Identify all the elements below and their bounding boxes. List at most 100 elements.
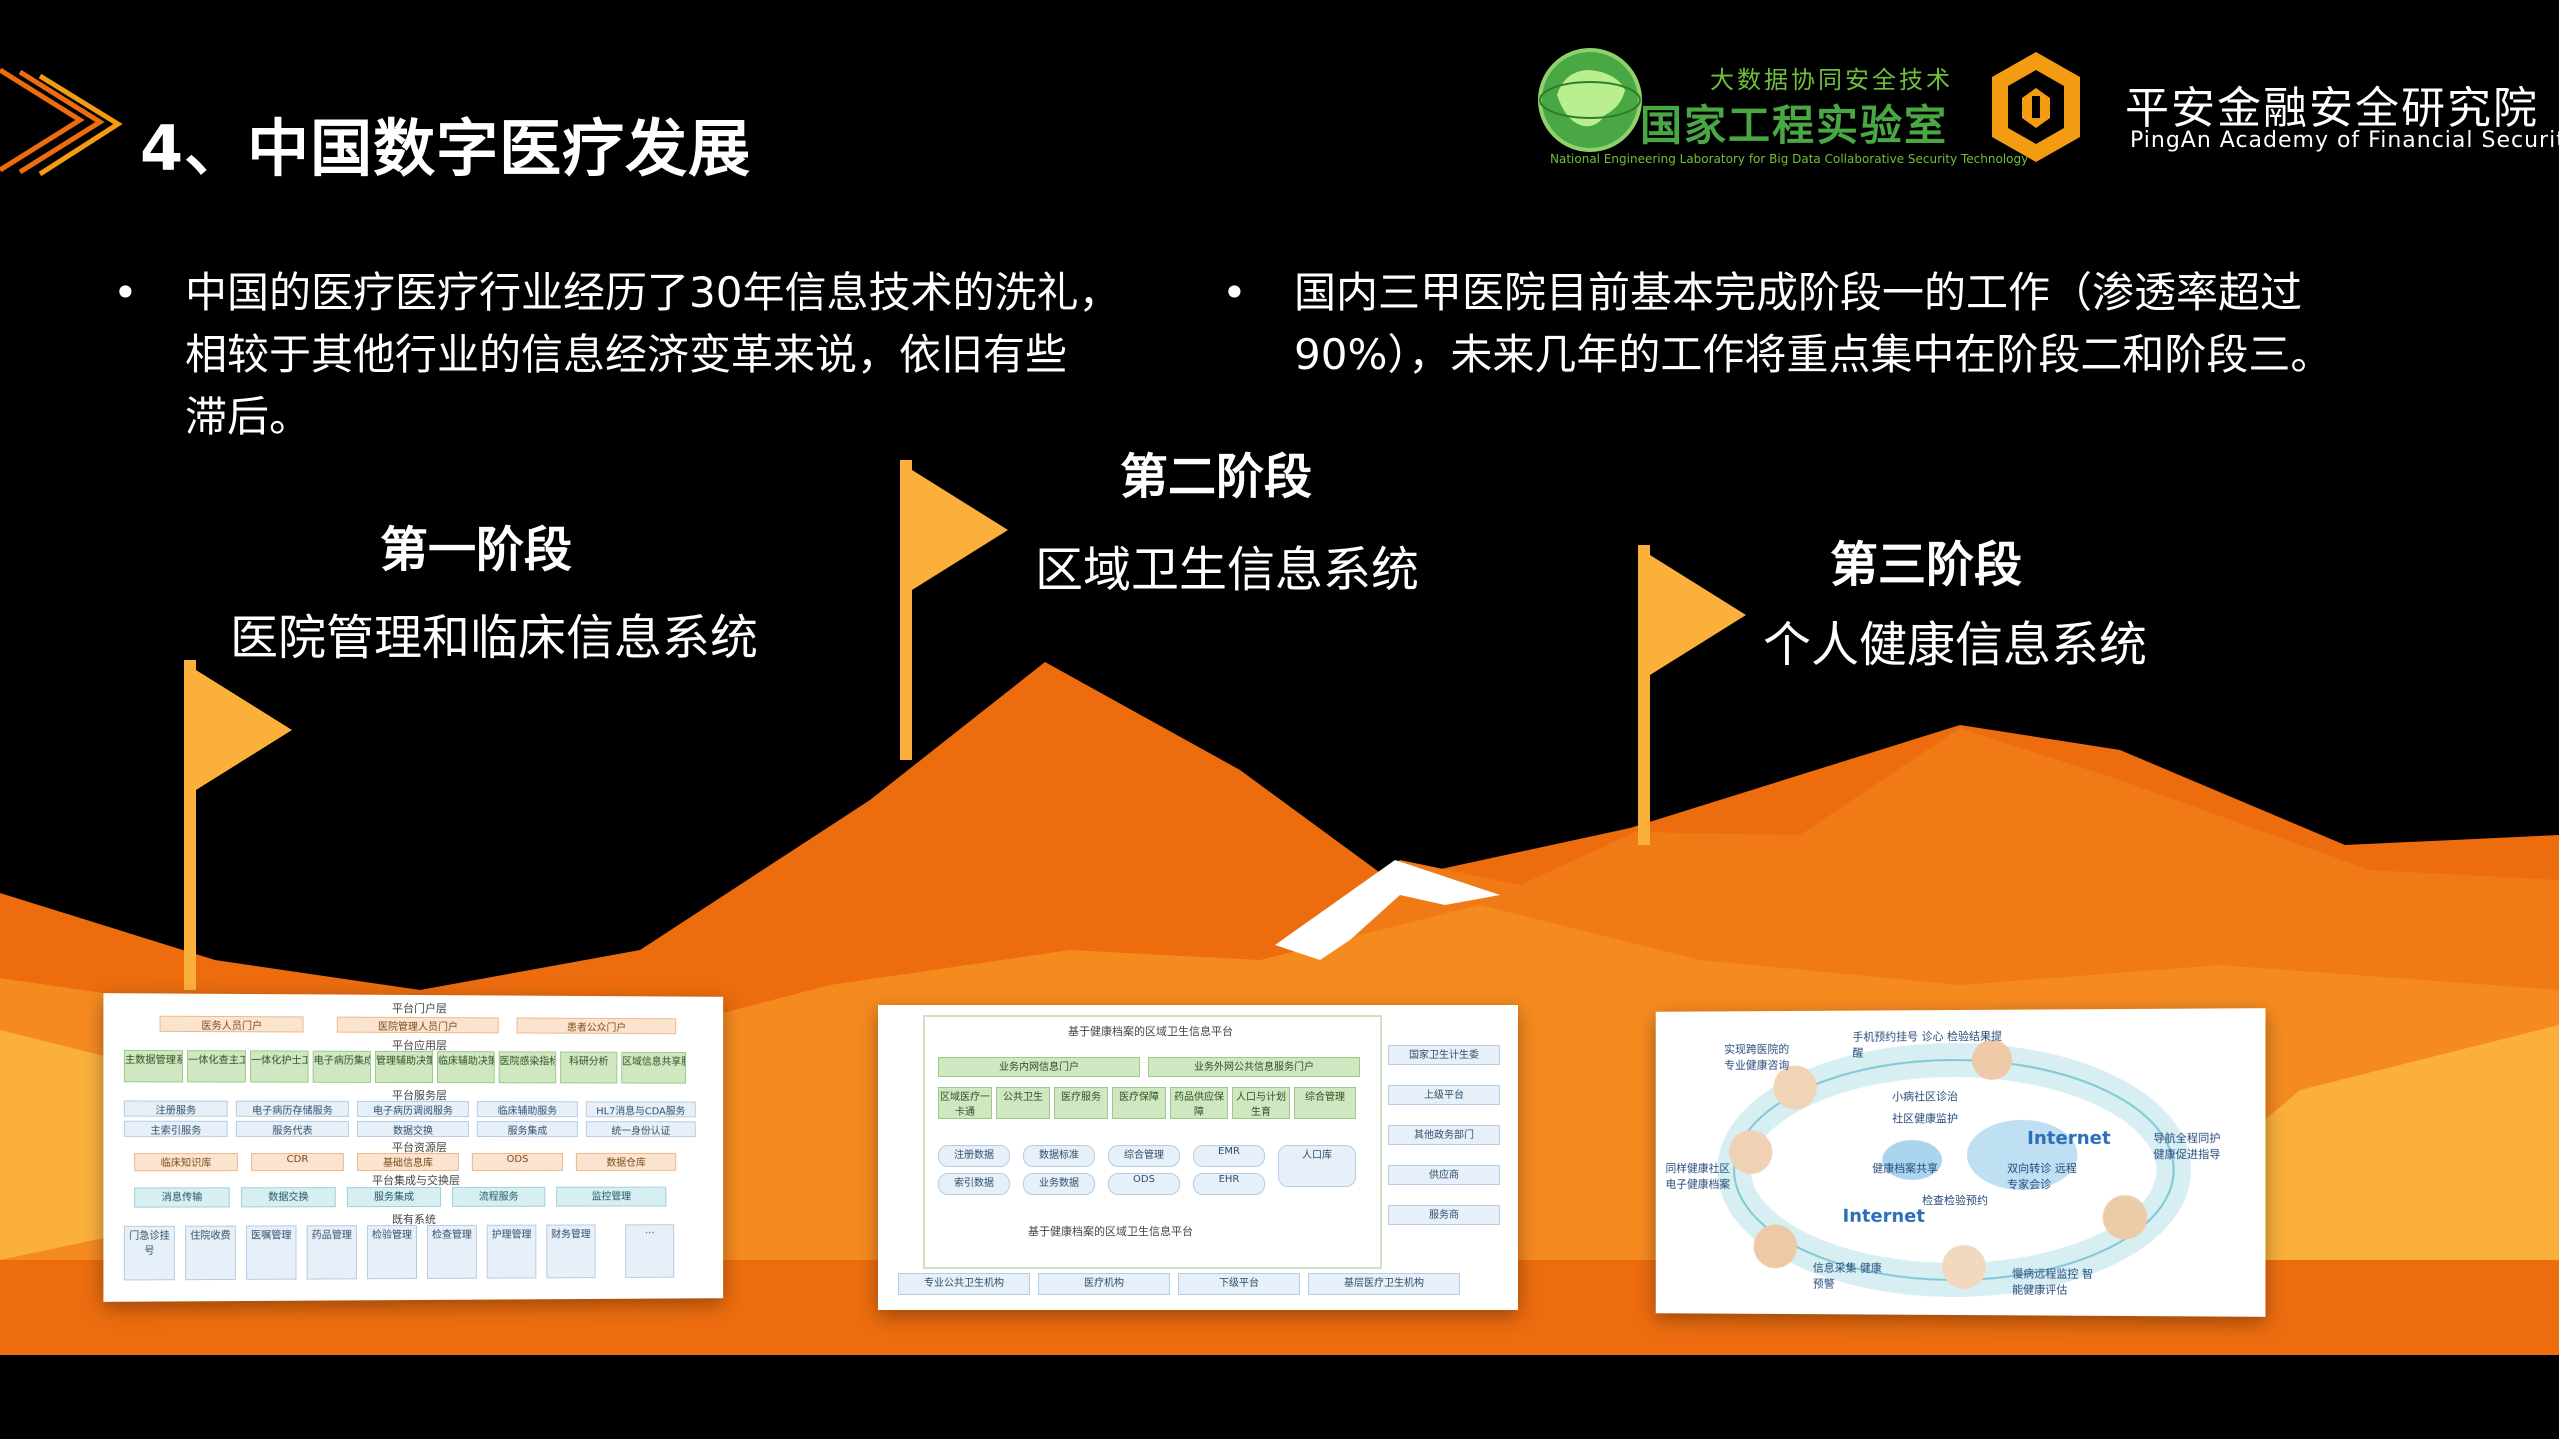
stage-1-label: 第一阶段 <box>380 522 573 578</box>
platform-frame <box>923 1015 1382 1269</box>
diagram-label: 信息采集 健康预警 <box>1812 1261 1882 1291</box>
diagram-cell: 综合管理 <box>1294 1087 1356 1119</box>
diagram-cell: 消息传输 <box>134 1187 230 1208</box>
diagram-cell: 上级平台 <box>1388 1085 1500 1105</box>
diagram-label: 双向转诊 远程专家会诊 <box>2007 1161 2077 1192</box>
diagram-cell: 临床辅助服务 <box>476 1101 578 1118</box>
pingan-logo-en: PingAn Academy of Financial Security <box>2130 128 2559 153</box>
diagram-cell: 基础信息库 <box>356 1152 459 1172</box>
diagram-cell: 区域医疗一卡通 <box>938 1087 992 1119</box>
diagram-caption: 基于健康档案的区域卫生信息平台 <box>1068 1025 1233 1038</box>
diagram-cell: 数据交换 <box>240 1187 336 1208</box>
diagram-cell: 电子病历存储服务 <box>235 1100 349 1117</box>
diagram-cell: EHR <box>1193 1173 1265 1195</box>
diagram-cell: 医院管理人员门户 <box>336 1016 499 1034</box>
person-icon <box>2102 1195 2148 1240</box>
diagram-cell: 临床辅助决策支持 <box>436 1051 495 1084</box>
personal-health-diagram: Internet Internet 手机预约挂号 诊心 检验结果提醒 实现跨医院… <box>1655 1008 2266 1317</box>
diagram-cell: 国家卫生计生委 <box>1388 1045 1500 1065</box>
page-title: 4、中国数字医疗发展 <box>140 112 752 185</box>
diagram-caption: 平台集成与交换层 <box>371 1173 460 1188</box>
diagram-cell: 区域信息共享服务 <box>621 1051 686 1084</box>
diagram-label: 检查检验预约 <box>1922 1193 1989 1208</box>
diagram-cell: 综合管理 <box>1108 1145 1180 1167</box>
diagram-label: 同样健康社区 电子健康档案 <box>1665 1162 1731 1191</box>
diagram-cell: 主数据管理系统 <box>123 1049 184 1083</box>
diagram-cell: 供应商 <box>1388 1165 1500 1185</box>
diagram-cell: 监控管理 <box>556 1186 667 1207</box>
bullet-dot: • <box>113 268 138 317</box>
lab-logo-title: 国家工程实验室 <box>1640 101 1949 150</box>
diagram-caption: 平台门户层 <box>391 1001 447 1016</box>
snow-cap <box>1275 860 1500 960</box>
diagram-cell: EMR <box>1193 1145 1265 1167</box>
bullet-text: 中国的医疗医疗行业经历了30年信息技术的洗礼， 相较于其他行业的信息经济变革来说… <box>185 262 1120 448</box>
diagram-cell: 基层医疗卫生机构 <box>1308 1273 1460 1295</box>
lab-logo-subtitle: 大数据协同安全技术 <box>1710 66 1953 94</box>
diagram-cell: 电子病历集成展示 <box>312 1050 371 1083</box>
diagram-cell: 科研分析 <box>560 1051 618 1084</box>
diagram-cell: 专业公共卫生机构 <box>898 1273 1030 1295</box>
stage-3-label: 第三阶段 <box>1830 537 2023 593</box>
internet-label: Internet <box>2027 1127 2111 1149</box>
bullet-text: 国内三甲医院目前基本完成阶段一的工作（渗透率超过 90%），未来几年的工作将重点… <box>1294 262 2332 386</box>
diagram-cell: 公共卫生 <box>996 1087 1050 1119</box>
bullet-line: 90%），未来几年的工作将重点集中在阶段二和阶段三。 <box>1294 330 2333 379</box>
diagram-label: 社区健康监护 <box>1892 1111 1958 1126</box>
stage-1-subtitle: 医院管理和临床信息系统 <box>230 610 759 666</box>
bullet-2: • 国内三甲医院目前基本完成阶段一的工作（渗透率超过 90%），未来几年的工作将… <box>1222 262 2542 402</box>
diagram-cell: 管理辅助决策支持 <box>374 1050 433 1084</box>
diagram-cell: 业务外网公共信息服务门户 <box>1148 1057 1360 1077</box>
diagram-cell: 服务商 <box>1388 1205 1500 1225</box>
diagram-cell: 注册数据 <box>938 1145 1010 1167</box>
pingan-logo-cn: 平安金融安全研究院 <box>2125 83 2539 134</box>
lab-logo-english: National Engineering Laboratory for Big … <box>1550 152 2029 166</box>
bullet-line: 国内三甲医院目前基本完成阶段一的工作（渗透率超过 <box>1294 268 2303 317</box>
diagram-cell: CDR <box>251 1153 344 1172</box>
diagram-cell: ODS <box>471 1152 564 1171</box>
diagram-cell: HL7消息与CDA服务 <box>585 1101 696 1118</box>
diagram-cell: 临床知识库 <box>134 1153 238 1172</box>
flag-pole-3 <box>1638 545 1650 845</box>
diagram-cell: 服务集成 <box>476 1121 578 1138</box>
diagram-caption: 基于健康档案的区域卫生信息平台 <box>1028 1225 1193 1238</box>
diagram-label: 手机预约挂号 诊心 检验结果提醒 <box>1852 1029 2003 1060</box>
person-icon <box>1942 1244 1987 1290</box>
diagram-cell: 医院感染指标监测 <box>498 1051 557 1084</box>
diagram-cell: 一体化护士工作站 <box>250 1050 309 1083</box>
flag-icon <box>1650 555 1746 675</box>
diagram-cell: 护理管理 <box>486 1224 537 1279</box>
diagram-cell: 一体化查主工作站 <box>187 1050 246 1083</box>
pingan-hexagon-icon <box>1992 52 2080 162</box>
diagram-cell: … <box>625 1224 675 1278</box>
flag-pole-1 <box>184 660 196 990</box>
diagram-cell: 人口库 <box>1278 1145 1356 1187</box>
diagram-cell: 门急诊挂号 <box>123 1225 175 1281</box>
person-icon <box>1753 1224 1798 1269</box>
diagram-cell: 医嘱管理 <box>245 1225 297 1280</box>
diagram-cell: 注册服务 <box>123 1100 228 1117</box>
flag-icon <box>196 670 292 790</box>
diagram-cell: 财务管理 <box>546 1224 596 1279</box>
diagram-cell: 检查管理 <box>426 1224 477 1279</box>
diagram-label: 健康档案共享 <box>1872 1162 1939 1175</box>
diagram-label: 小病社区诊治 <box>1892 1089 1958 1104</box>
diagram-cell: 数据交换 <box>356 1120 469 1138</box>
diagram-label: 慢病远程监控 智能健康评估 <box>2012 1267 2094 1297</box>
diagram-cell: 下级平台 <box>1178 1273 1300 1295</box>
diagram-cell: 医务人员门户 <box>159 1015 304 1033</box>
diagram-cell: 药品供应保障 <box>1170 1087 1228 1119</box>
stage-2-subtitle: 区域卫生信息系统 <box>1035 542 1420 598</box>
diagram-cell: 主索引服务 <box>123 1120 228 1137</box>
internet-label: Internet <box>1842 1205 1925 1227</box>
diagram-cell: 索引数据 <box>938 1173 1010 1195</box>
diagram-cell: 流程服务 <box>451 1186 546 1207</box>
diagram-cell: 其他政务部门 <box>1388 1125 1500 1145</box>
bullet-dot: • <box>1222 268 1247 317</box>
china-map-globe-icon <box>1538 48 1642 152</box>
diagram-cell: 服务代表 <box>235 1120 349 1137</box>
stage-3-subtitle: 个人健康信息系统 <box>1763 617 2148 673</box>
diagram-cell: 数据仓库 <box>575 1152 677 1171</box>
diagram-cell: 电子病历调阅服务 <box>356 1100 469 1118</box>
diagram-cell: 人口与计划生育 <box>1232 1087 1290 1119</box>
